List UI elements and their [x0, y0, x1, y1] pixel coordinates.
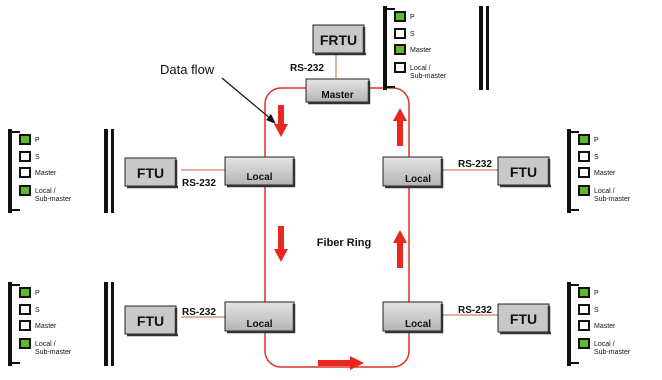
rs232-label-left-bottom: RS-232 — [182, 307, 216, 318]
local-node-left-mid: Local — [224, 156, 296, 188]
led-local-label: Sub-master — [594, 196, 631, 203]
ftu-box-left-bottom: FTU — [124, 305, 178, 337]
led-p-label: P — [35, 290, 40, 297]
rs232-label-top: RS-232 — [290, 63, 324, 74]
led-p-indicator — [578, 287, 590, 298]
ftu-label: FTU — [510, 311, 537, 327]
rs232-label-right-mid: RS-232 — [458, 159, 492, 170]
master-node: Master — [305, 78, 371, 105]
frtu-box: FRTU — [312, 24, 366, 56]
panel-rail — [104, 129, 108, 213]
led-p-label: P — [410, 14, 415, 21]
led-local-indicator — [578, 185, 590, 196]
led-p-indicator — [19, 287, 31, 298]
led-s-indicator — [394, 28, 406, 39]
data-flow-pointer-head — [266, 114, 276, 124]
local-node-label: Local — [405, 319, 431, 330]
led-local-indicator — [578, 338, 590, 349]
led-master-indicator — [19, 320, 31, 331]
led-local-label: Local / — [35, 188, 56, 195]
ftu-label: FTU — [510, 164, 537, 180]
local-node-label: Local — [246, 172, 272, 183]
rs232-label-right-bottom: RS-232 — [458, 305, 492, 316]
led-local-label: Local / — [410, 65, 431, 72]
led-local-label: Local / — [35, 341, 56, 348]
panel-rail — [111, 129, 114, 213]
flow-arrow-down-lower — [274, 226, 288, 262]
led-s-indicator — [578, 151, 590, 162]
led-s-label: S — [594, 154, 599, 161]
led-p-label: P — [594, 137, 599, 144]
led-s-label: S — [594, 307, 599, 314]
led-s-indicator — [19, 151, 31, 162]
led-local-indicator — [394, 62, 406, 73]
local-node-right-mid: Local — [382, 156, 444, 189]
master-node-label: Master — [321, 90, 353, 101]
led-p-indicator — [578, 134, 590, 145]
panel-rail — [479, 6, 483, 90]
led-s-label: S — [410, 31, 415, 38]
led-master-label: Master — [35, 323, 57, 330]
led-local-label: Sub-master — [410, 73, 447, 80]
local-node-right-bottom: Local — [382, 301, 444, 334]
led-master-label: Master — [594, 323, 616, 330]
led-local-indicator — [19, 338, 31, 349]
frtu-label: FRTU — [320, 32, 357, 48]
led-master-indicator — [578, 167, 590, 178]
led-p-label: P — [35, 137, 40, 144]
panel-rail — [486, 6, 489, 90]
led-p-indicator — [19, 134, 31, 145]
data-flow-pointer — [221, 77, 273, 121]
panel-rail — [567, 129, 571, 213]
local-node-label: Local — [246, 319, 272, 330]
ftu-box-right-bottom: FTU — [497, 303, 551, 335]
led-s-indicator — [578, 304, 590, 315]
panel-rail — [8, 282, 12, 366]
flow-arrow-right-bottom — [318, 356, 364, 370]
led-s-indicator — [19, 304, 31, 315]
panel-rail — [8, 129, 12, 213]
led-master-indicator — [394, 44, 406, 55]
led-s-label: S — [35, 307, 40, 314]
led-master-indicator — [19, 167, 31, 178]
flow-arrow-down-upper — [274, 105, 288, 137]
led-p-label: P — [594, 290, 599, 297]
flow-arrow-up-lower — [393, 230, 407, 268]
panel-rail — [567, 282, 571, 366]
led-local-label: Sub-master — [35, 196, 72, 203]
led-local-indicator — [19, 185, 31, 196]
data-flow-label: Data flow — [160, 62, 215, 77]
led-p-indicator — [394, 11, 406, 22]
local-node-left-bottom: Local — [224, 301, 296, 334]
led-s-label: S — [35, 154, 40, 161]
fiber-ring-label: Fiber Ring — [317, 237, 371, 249]
ftu-label: FTU — [137, 165, 164, 181]
led-local-label: Local / — [594, 188, 615, 195]
ftu-label: FTU — [137, 313, 164, 329]
panel-rail — [111, 282, 114, 366]
local-node-label: Local — [405, 174, 431, 185]
panel-rail — [104, 282, 108, 366]
led-local-label: Sub-master — [35, 349, 72, 356]
ftu-box-left-mid: FTU — [124, 157, 178, 189]
led-local-label: Sub-master — [594, 349, 631, 356]
flow-arrow-up-upper — [393, 108, 407, 146]
led-master-label: Master — [410, 47, 432, 54]
panel-rail — [383, 6, 387, 90]
ftu-box-right-mid: FTU — [497, 156, 551, 188]
led-local-label: Local / — [594, 341, 615, 348]
led-master-label: Master — [35, 170, 57, 177]
rs232-label-left-mid: RS-232 — [182, 178, 216, 189]
led-master-indicator — [578, 320, 590, 331]
led-master-label: Master — [594, 170, 616, 177]
